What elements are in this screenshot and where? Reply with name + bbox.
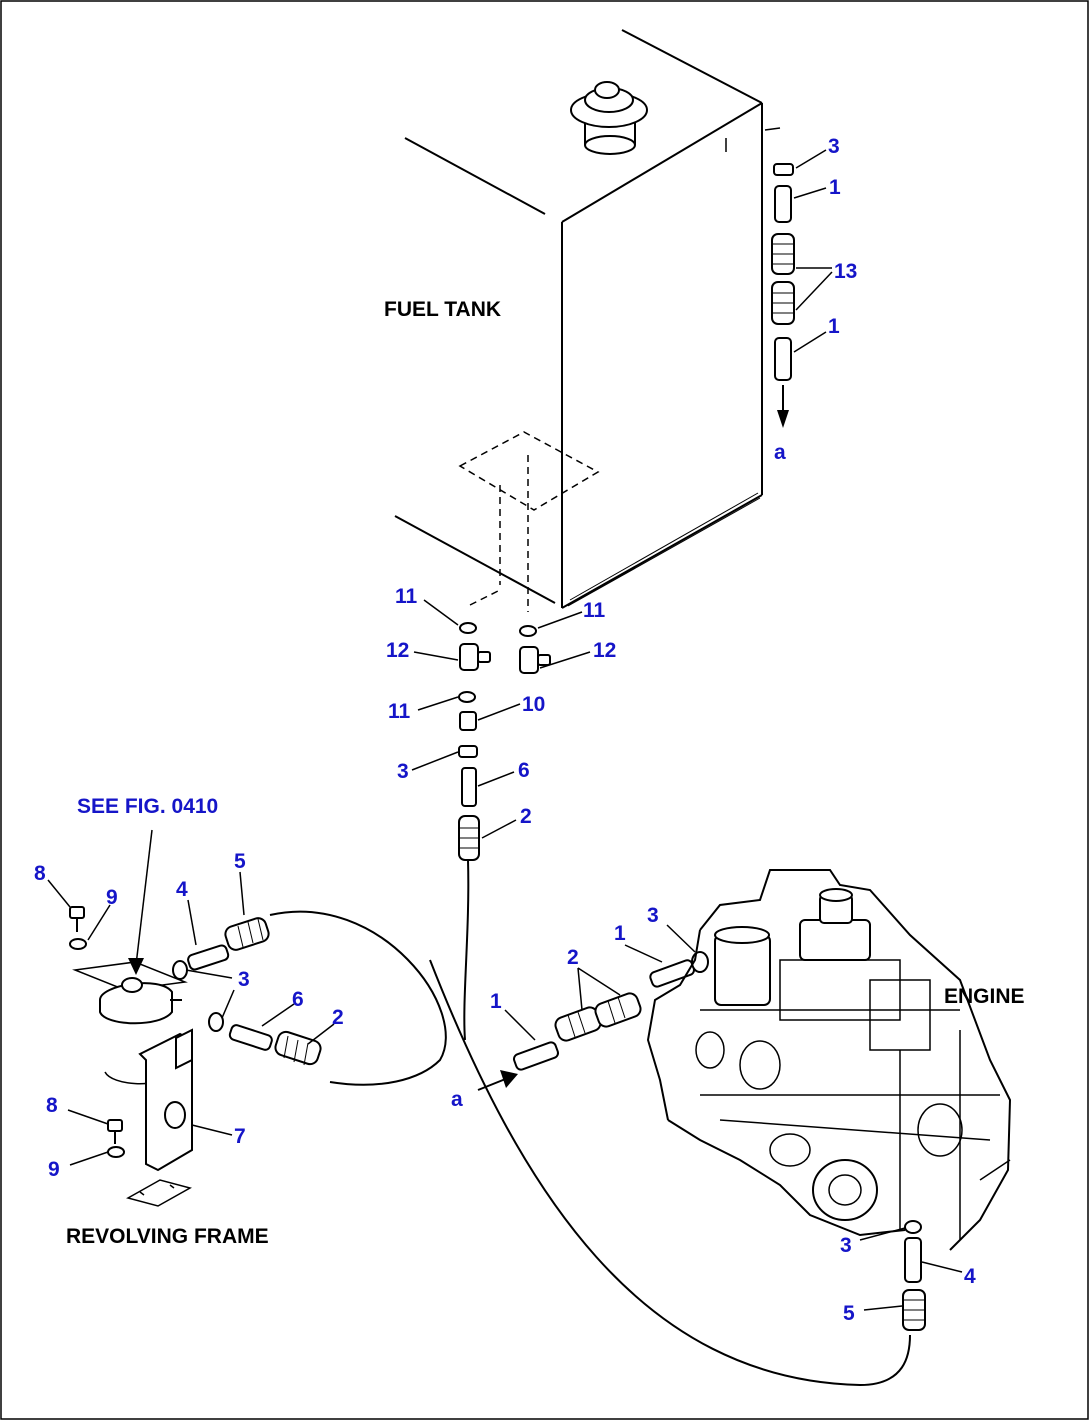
callout-filter-washer-upper: 9 (106, 886, 118, 909)
callout-engine-clip: 3 (840, 1234, 852, 1257)
callout-mid-clip: 3 (647, 904, 659, 927)
fuel-tank-label: FUEL TANK (384, 298, 501, 321)
callout-top-arrow: a (774, 441, 786, 464)
callout-top-tube-lower: 1 (828, 315, 840, 338)
fuel-lines (269, 859, 911, 1387)
engine-label: ENGINE (944, 985, 1025, 1008)
callout-left-nut-upper: 11 (395, 585, 418, 608)
callout-mid-arrow: a (451, 1088, 463, 1111)
callout-filter-hose-2: 2 (332, 1006, 344, 1029)
callout-right-nut: 11 (583, 599, 606, 622)
tank-return-line-parts (771, 149, 833, 428)
callout-center-hose: 2 (520, 805, 532, 828)
callout-engine-hose: 5 (843, 1302, 855, 1325)
callout-top-tube-upper: 1 (829, 176, 841, 199)
see-figure-reference: SEE FIG. 0410 (77, 795, 218, 818)
callout-filter-washer-lower: 9 (48, 1158, 60, 1181)
tank-outlet-fittings (411, 599, 591, 861)
callout-left-nut-lower: 11 (388, 700, 411, 723)
callout-bracket: 7 (234, 1125, 246, 1148)
callout-mid-tube: 1 (490, 990, 502, 1013)
callout-left-clip: 3 (397, 760, 409, 783)
revolving-frame-label: REVOLVING FRAME (66, 1225, 269, 1248)
callout-center-tube: 6 (518, 759, 530, 782)
callout-connector: 10 (522, 693, 545, 716)
callout-mid-hoses: 2 (567, 946, 579, 969)
fuel-tank-drawing (394, 29, 781, 612)
callout-right-elbow: 12 (593, 639, 616, 662)
callout-top-clip: 3 (828, 135, 840, 158)
callout-filter-bolt-lower: 8 (46, 1094, 58, 1117)
engine-drawing (646, 869, 1012, 1331)
callout-filter-hose-5: 5 (234, 850, 246, 873)
callout-left-elbow: 12 (386, 639, 409, 662)
middle-line-parts (477, 924, 709, 1091)
callout-filter-tube-6: 6 (292, 988, 304, 1011)
callout-filter-bolt-upper: 8 (34, 862, 46, 885)
callout-mid-tube-right: 1 (614, 922, 626, 945)
callout-top-hoses: 13 (834, 260, 857, 283)
callout-engine-tube: 4 (964, 1265, 976, 1288)
filter-assembly (47, 829, 335, 1207)
callout-filter-clips: 3 (238, 968, 250, 991)
callout-filter-tube-4: 4 (176, 878, 188, 901)
